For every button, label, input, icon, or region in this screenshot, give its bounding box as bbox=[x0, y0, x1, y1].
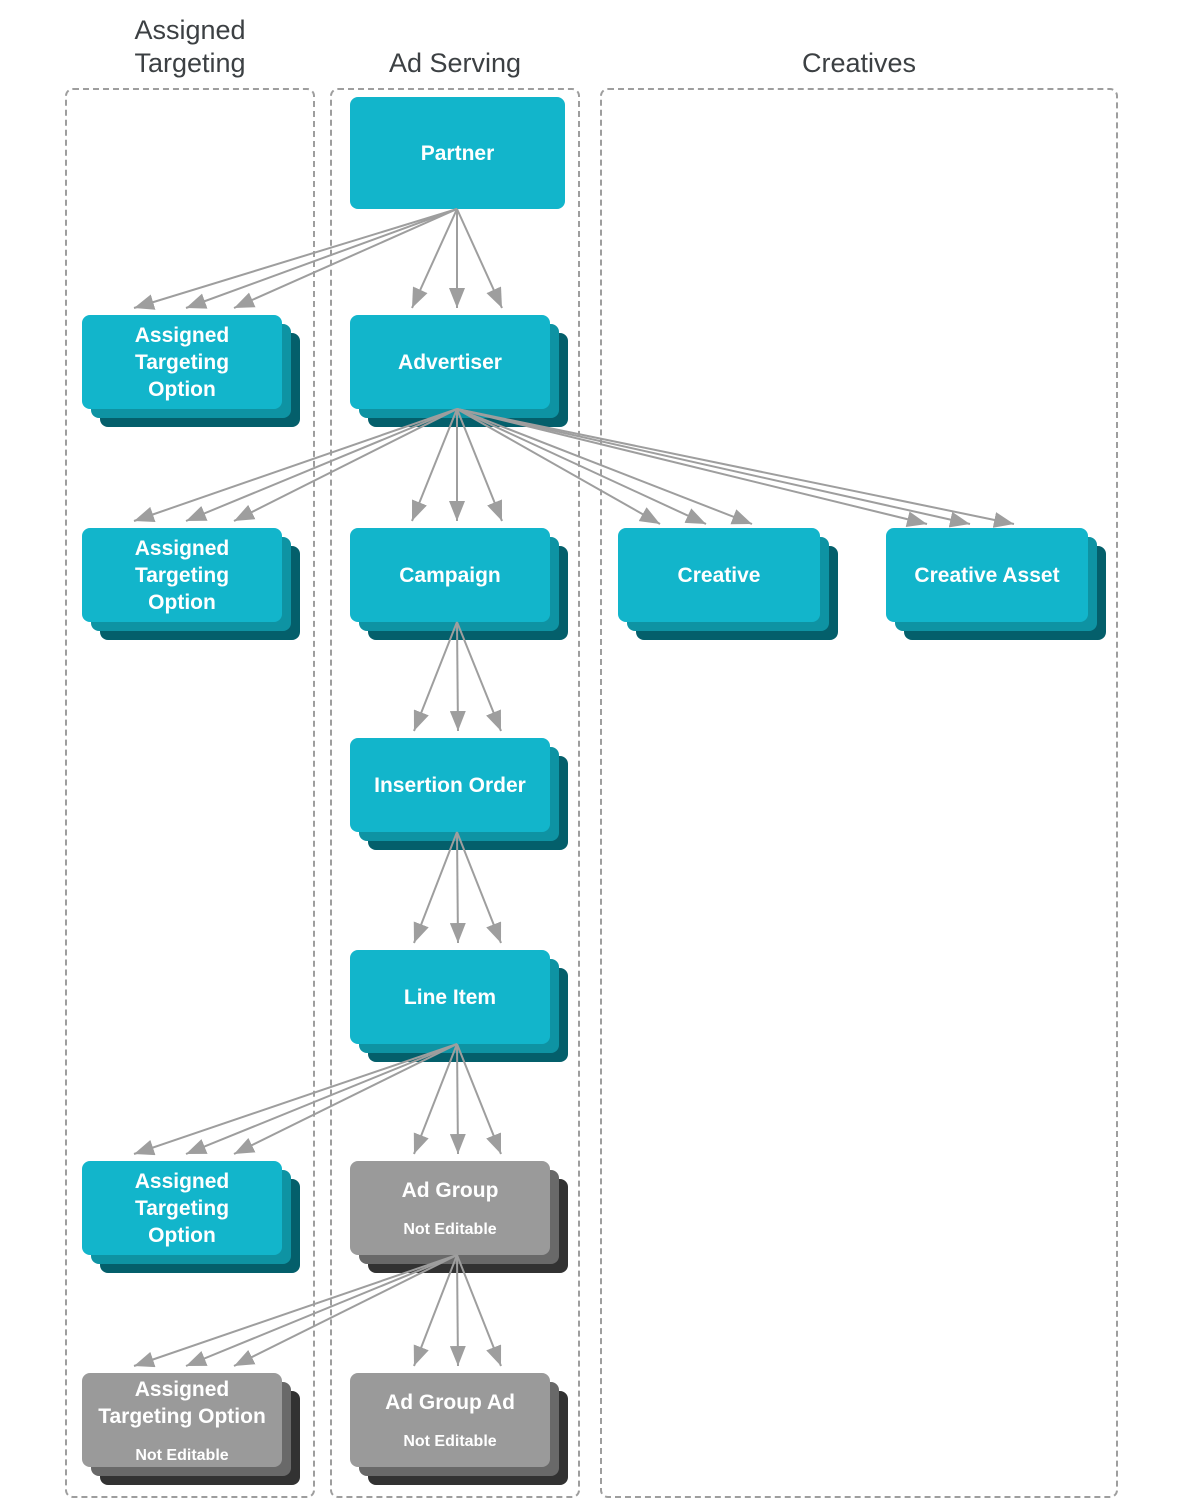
node-face: Insertion Order bbox=[350, 738, 550, 832]
node-sublabel: Not Editable bbox=[135, 1446, 229, 1464]
node-face: Campaign bbox=[350, 528, 550, 622]
node-insertion-order: Insertion Order bbox=[350, 738, 568, 850]
column-assigned-targeting bbox=[65, 88, 315, 1498]
node-creative-asset: Creative Asset bbox=[886, 528, 1106, 640]
node-face: Assigned Targeting Option bbox=[82, 1161, 282, 1255]
node-label: Creative bbox=[677, 563, 761, 587]
node-ato-partner: Assigned Targeting Option bbox=[82, 315, 300, 427]
node-label: Creative Asset bbox=[914, 563, 1060, 587]
node-label: Assigned Targeting Option bbox=[134, 1169, 230, 1247]
node-label: Partner bbox=[420, 141, 495, 165]
node-label: Advertiser bbox=[398, 350, 502, 374]
node-face: Creative bbox=[618, 528, 820, 622]
node-label: Insertion Order bbox=[374, 773, 526, 797]
node-sublabel: Not Editable bbox=[403, 1221, 497, 1238]
node-ato-line-item: Assigned Targeting Option bbox=[82, 1161, 300, 1273]
node-sublabel: Not Editable bbox=[403, 1433, 497, 1450]
node-label: Ad Group bbox=[401, 1179, 499, 1202]
node-face: Assigned Targeting Option bbox=[82, 315, 282, 409]
column-title-creatives: Creatives bbox=[801, 48, 917, 78]
node-label: Assigned Targeting Option bbox=[134, 323, 230, 401]
node-ad-group-ad: Ad Group Ad Not Editable bbox=[350, 1373, 568, 1485]
node-face: Partner bbox=[350, 97, 565, 209]
node-face: Assigned Targeting Option bbox=[82, 528, 282, 622]
node-face: Ad Group Ad Not Editable bbox=[350, 1373, 550, 1467]
node-creative: Creative bbox=[618, 528, 838, 640]
node-label: Line Item bbox=[403, 985, 497, 1009]
node-label: Ad Group Ad bbox=[385, 1391, 515, 1414]
node-partner: Partner bbox=[350, 97, 565, 209]
node-face: Line Item bbox=[350, 950, 550, 1044]
node-line-item: Line Item bbox=[350, 950, 568, 1062]
node-campaign: Campaign bbox=[350, 528, 568, 640]
node-face: Creative Asset bbox=[886, 528, 1088, 622]
node-label: Assigned Targeting Option bbox=[98, 1377, 266, 1428]
column-title-assigned-targeting: Assigned Targeting bbox=[134, 15, 246, 78]
node-label: Assigned Targeting Option bbox=[134, 536, 230, 614]
node-advertiser: Advertiser bbox=[350, 315, 568, 427]
node-label: Campaign bbox=[399, 563, 501, 587]
node-face: Advertiser bbox=[350, 315, 550, 409]
node-ato-advertiser: Assigned Targeting Option bbox=[82, 528, 300, 640]
column-title-ad-serving: Ad Serving bbox=[388, 48, 522, 78]
column-ad-serving bbox=[330, 88, 580, 1498]
column-creatives bbox=[600, 88, 1118, 1498]
